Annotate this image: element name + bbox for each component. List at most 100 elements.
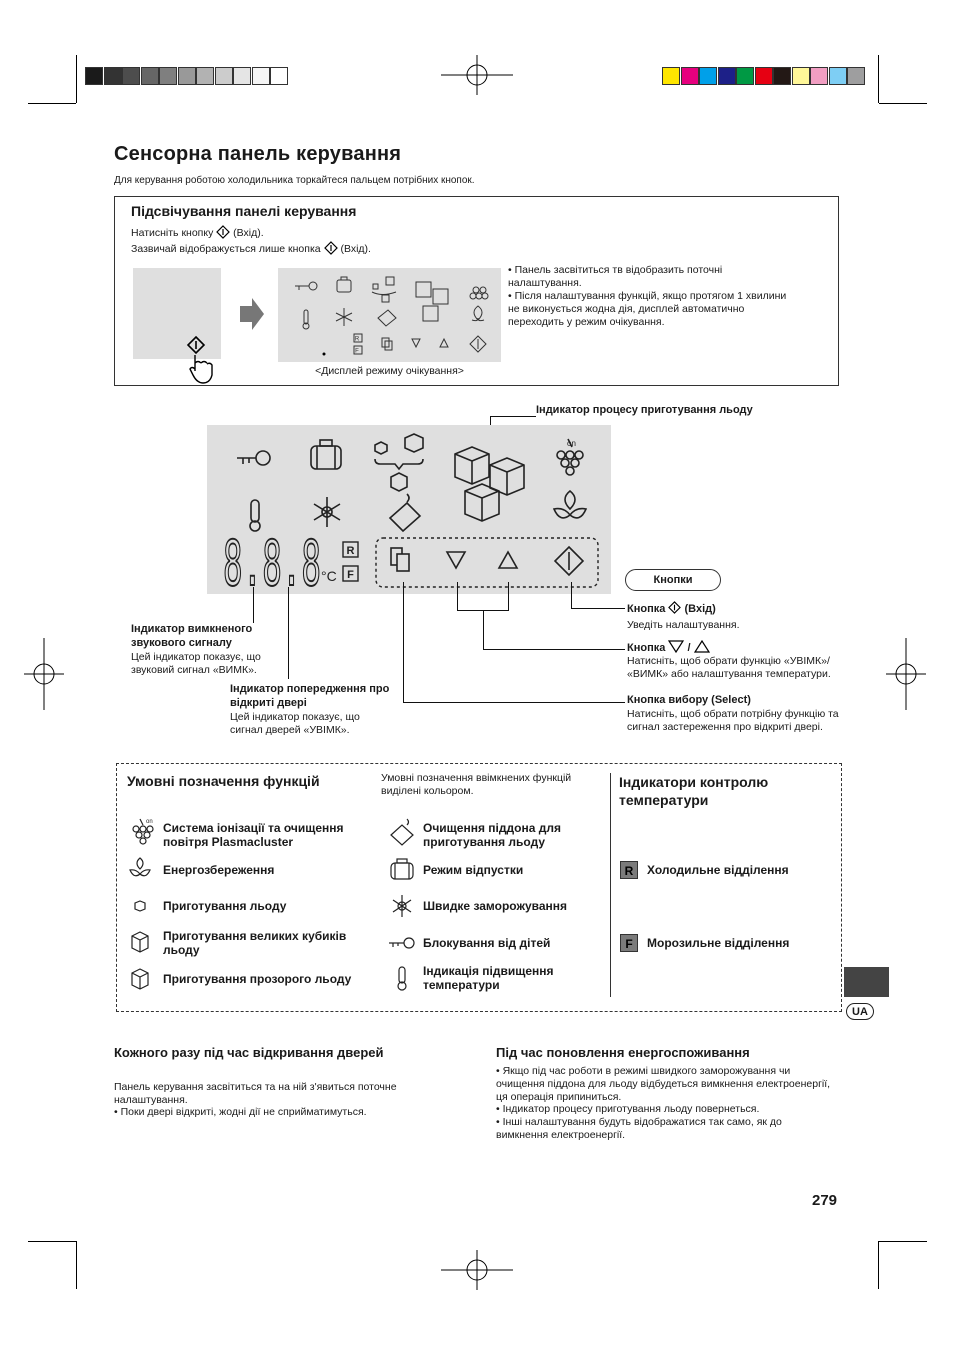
panel-light-line2: Зазвичай відображується лише кнопка (Вхі… xyxy=(131,241,371,255)
legend-box xyxy=(116,763,842,1012)
celsius-unit: °C xyxy=(321,568,337,584)
color-swatch xyxy=(810,67,828,85)
legend-note: Умовні позначення ввімкнених функцій вид… xyxy=(381,772,572,797)
enter-icon xyxy=(323,241,338,255)
thermometer-icon xyxy=(397,966,407,991)
legend-quick-freeze: Швидке заморожування xyxy=(423,899,568,913)
svg-text:F: F xyxy=(355,349,359,355)
plasmacluster-icon xyxy=(132,818,154,845)
panel-light-bullet-1: • Панель засвітиться тв відобразить пото… xyxy=(508,264,723,289)
section-tab xyxy=(844,967,889,997)
big-ice-icon xyxy=(131,931,149,953)
legend-tray-clean: Очищення піддона для приготування льоду xyxy=(423,821,561,849)
key-icon xyxy=(389,937,415,949)
color-swatch xyxy=(680,67,699,85)
svg-text:R: R xyxy=(355,337,360,343)
select-button-desc: Натисніть, щоб обрати потрібну функцію т… xyxy=(627,708,839,733)
door-section-heading: Кожного разу під час відкривання дверей xyxy=(114,1045,384,1060)
legend-fridge: Холодильне відділення xyxy=(647,863,789,877)
updown-button-desc: Натисніть, щоб обрати функцію «УВІМК»/ «… xyxy=(627,655,831,680)
panel-light-bullet-2: • Після налаштування функцій, якщо протя… xyxy=(508,290,787,328)
enter-icon xyxy=(668,601,682,614)
color-swatch xyxy=(847,67,865,85)
gray-swatch xyxy=(214,67,233,85)
door-section-text: Панель керування засвітиться та на ній з… xyxy=(114,1081,397,1106)
page-number: 279 xyxy=(812,1192,838,1209)
temperature-digits: 8.8.8 xyxy=(223,527,321,600)
panel-light-heading: Підсвічування панелі керування xyxy=(131,203,357,219)
gray-swatch xyxy=(159,67,177,85)
gray-swatch xyxy=(270,67,288,85)
door-indicator-desc: Цей індикатор показує, що сигнал дверей … xyxy=(230,711,360,736)
gray-swatch xyxy=(140,67,159,85)
intro-text: Для керування роботою холодильника торка… xyxy=(114,175,475,186)
temp-indicators-heading: Індикатори контролю температури xyxy=(619,774,769,808)
door-section-bullet: • Поки двері відкриті, жодні дії не спри… xyxy=(114,1106,367,1118)
legend-freezer: Морозильне відділення xyxy=(647,936,790,950)
energy-section-heading: Під час поновлення енергоспоживання xyxy=(496,1045,750,1060)
panel-light-line1: Натисніть кнопку (Вхід). xyxy=(131,225,264,239)
legend-heading: Умовні позначення функцій xyxy=(127,773,320,789)
snowflake-icon xyxy=(392,895,412,917)
legend-plasmacluster: Система іонізації та очищення повітря Pl… xyxy=(163,821,344,849)
touch-finger-icon xyxy=(186,335,213,384)
color-swatch xyxy=(662,67,680,85)
standby-caption: <Дисплей режиму очікування> xyxy=(315,365,464,377)
control-panel-icons: on R F 8.8.8 °C xyxy=(222,433,599,601)
legend-clear-ice: Приготування прозорого льоду xyxy=(163,972,352,986)
badge-f: F xyxy=(620,934,638,952)
legend-child-lock: Блокування від дітей xyxy=(423,936,551,950)
svg-text:on: on xyxy=(146,819,153,825)
updown-button-annotation: Кнопка / xyxy=(627,639,710,655)
ice-process-indicator-label: Індикатор процесу приготування льоду xyxy=(536,404,753,416)
arrow-right-icon xyxy=(240,298,264,330)
language-badge: UA xyxy=(846,1003,874,1020)
gray-swatch xyxy=(251,67,270,85)
buttons-pill-label: Кнопки xyxy=(625,569,721,591)
sound-indicator-title: Індикатор вимкненого звукового сигналу xyxy=(131,623,253,649)
legend-mid-icons xyxy=(389,818,415,991)
sound-indicator-desc: Цей індикатор показує, що звуковий сигна… xyxy=(131,651,261,676)
enter-icon xyxy=(216,225,231,239)
legend-vacation: Режим відпустки xyxy=(423,863,524,877)
legend-divider xyxy=(610,773,611,997)
gray-swatch xyxy=(122,67,140,85)
ice-making-icon xyxy=(134,900,146,912)
legend-energy-save: Енергозбереження xyxy=(163,863,275,877)
standby-panel xyxy=(133,268,221,359)
door-indicator-title: Індикатор попередження про відкриті двер… xyxy=(230,683,390,709)
enter-button-desc: Уведіть налаштування. xyxy=(627,619,740,631)
color-swatch xyxy=(773,67,791,85)
standby-display-icons: R F xyxy=(295,276,489,356)
vacation-icon xyxy=(390,858,414,880)
gray-swatch xyxy=(103,67,122,85)
panel-light-box xyxy=(114,196,839,386)
select-button-title: Кнопка вибору (Select) xyxy=(627,694,751,706)
color-swatch xyxy=(717,67,736,85)
energy-bullet-1: • Якщо під час роботи в режимі швидкого … xyxy=(496,1065,831,1103)
enter-button-annotation: Кнопка (Вхід) xyxy=(627,601,716,615)
color-swatch xyxy=(699,67,717,85)
lcd-badge-r: R xyxy=(347,545,355,557)
badge-r: R xyxy=(620,861,638,879)
svg-text:on: on xyxy=(567,439,576,448)
page-title: Сенсорна панель керування xyxy=(114,143,402,165)
legend-left-icons: on xyxy=(129,818,154,990)
gray-swatch xyxy=(177,67,196,85)
gray-swatch xyxy=(233,67,251,85)
energy-bullet-2: • Індикатор процесу приготування льоду п… xyxy=(496,1103,760,1115)
color-swatch xyxy=(754,67,773,85)
down-arrow-icon xyxy=(668,640,685,654)
legend-big-ice: Приготування великих кубиків льоду xyxy=(163,929,347,957)
up-arrow-icon xyxy=(693,639,710,653)
gray-swatch xyxy=(196,67,214,85)
lcd-badge-f: F xyxy=(347,569,354,581)
tray-clean-icon xyxy=(390,818,414,846)
color-swatch xyxy=(828,67,847,85)
clear-ice-icon xyxy=(131,968,149,990)
legend-ice-making: Приготування льоду xyxy=(163,899,287,913)
energy-save-icon xyxy=(129,857,151,877)
energy-bullet-3: • Інші налаштування будуть відображатися… xyxy=(496,1116,782,1141)
gray-swatch xyxy=(85,67,103,85)
